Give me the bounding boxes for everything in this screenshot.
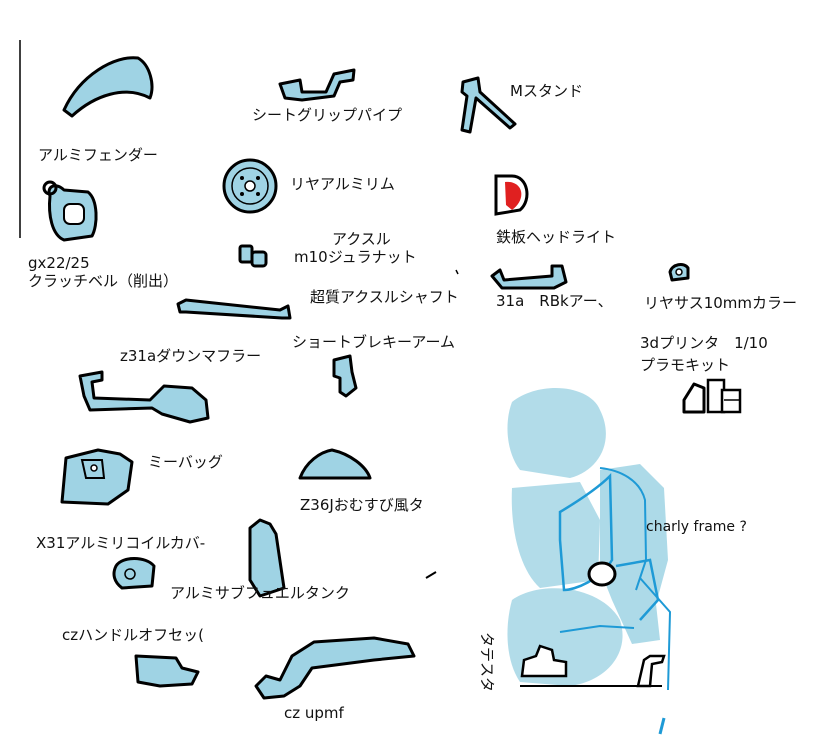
me-bag-drawing [60,448,134,506]
label-frame: charly frame ? [646,519,747,535]
rear-sus-collar-drawing [668,263,690,282]
short-brake-arm-drawing [332,354,358,398]
axle-shaft-drawing [176,298,292,320]
rear-alumi-rim-drawing [222,158,278,214]
printer-kit-drawing [682,378,742,414]
label-me-bag: ミーバッグ [148,453,223,471]
onigiri-tank-drawing [298,448,372,480]
label-m-stand: Mスタンド [510,82,583,100]
label-coil-cover: X31アルミリコイルカバ- [36,534,206,552]
steel-headlight-drawing [494,174,529,216]
label-m10-nut: m10ジュラナット [294,248,417,266]
label-clutch-bell-model: gx22/25 [28,254,90,272]
label-printer-kit-1: 3dプリンタ 1/10 [640,334,768,352]
label-seat-grip-pipe: シートグリップパイプ [252,106,403,124]
label-sub-fuel-tank: アルミサブフュエルタンク [170,584,350,602]
label-printer-kit-2: プラモキット [640,356,731,374]
aluminum-fender-drawing [62,56,154,118]
label-short-brake-arm: ショートブレキーアーム [292,333,456,351]
label-rbk-arm: 31a RBkアー、 [496,292,613,310]
sub-fuel-tank-drawing [248,518,286,598]
rbk-arm-drawing [490,264,568,290]
label-clutch-bell: クラッチベル（削出） [28,272,179,290]
label-stand: タテスタ [478,632,496,693]
m10-nut-drawing [238,244,268,268]
coil-cover-drawing [112,557,156,590]
label-axle-shaft: 超質アクスルシャフト [310,288,459,306]
label-down-muffler: z31aダウンマフラー [120,347,262,365]
label-onigiri-tank: Z36Jおむすび風タ [300,496,424,514]
label-rear-alumi-rim: リヤアルミリム [290,175,395,193]
seat-grip-pipe-drawing [278,68,356,102]
label-handle-offset: czハンドルオフセッ( [62,626,204,644]
down-muffler-drawing [78,370,210,424]
cz-upmf-drawing [254,636,416,700]
frame-sketch-drawing [507,388,672,735]
handle-offset-drawing [134,654,200,688]
label-axle: アクスル [332,230,391,248]
clutch-bell-drawing [42,180,98,242]
label-rear-sus-collar: リヤサス10mmカラー [644,294,798,312]
label-cz-upmf: cz upmf [284,704,344,722]
label-steel-headlight: 鉄板ヘッドライト [496,228,617,246]
m-stand-drawing [460,76,517,134]
label-aluminum-fender: アルミフェンダー [38,146,158,164]
